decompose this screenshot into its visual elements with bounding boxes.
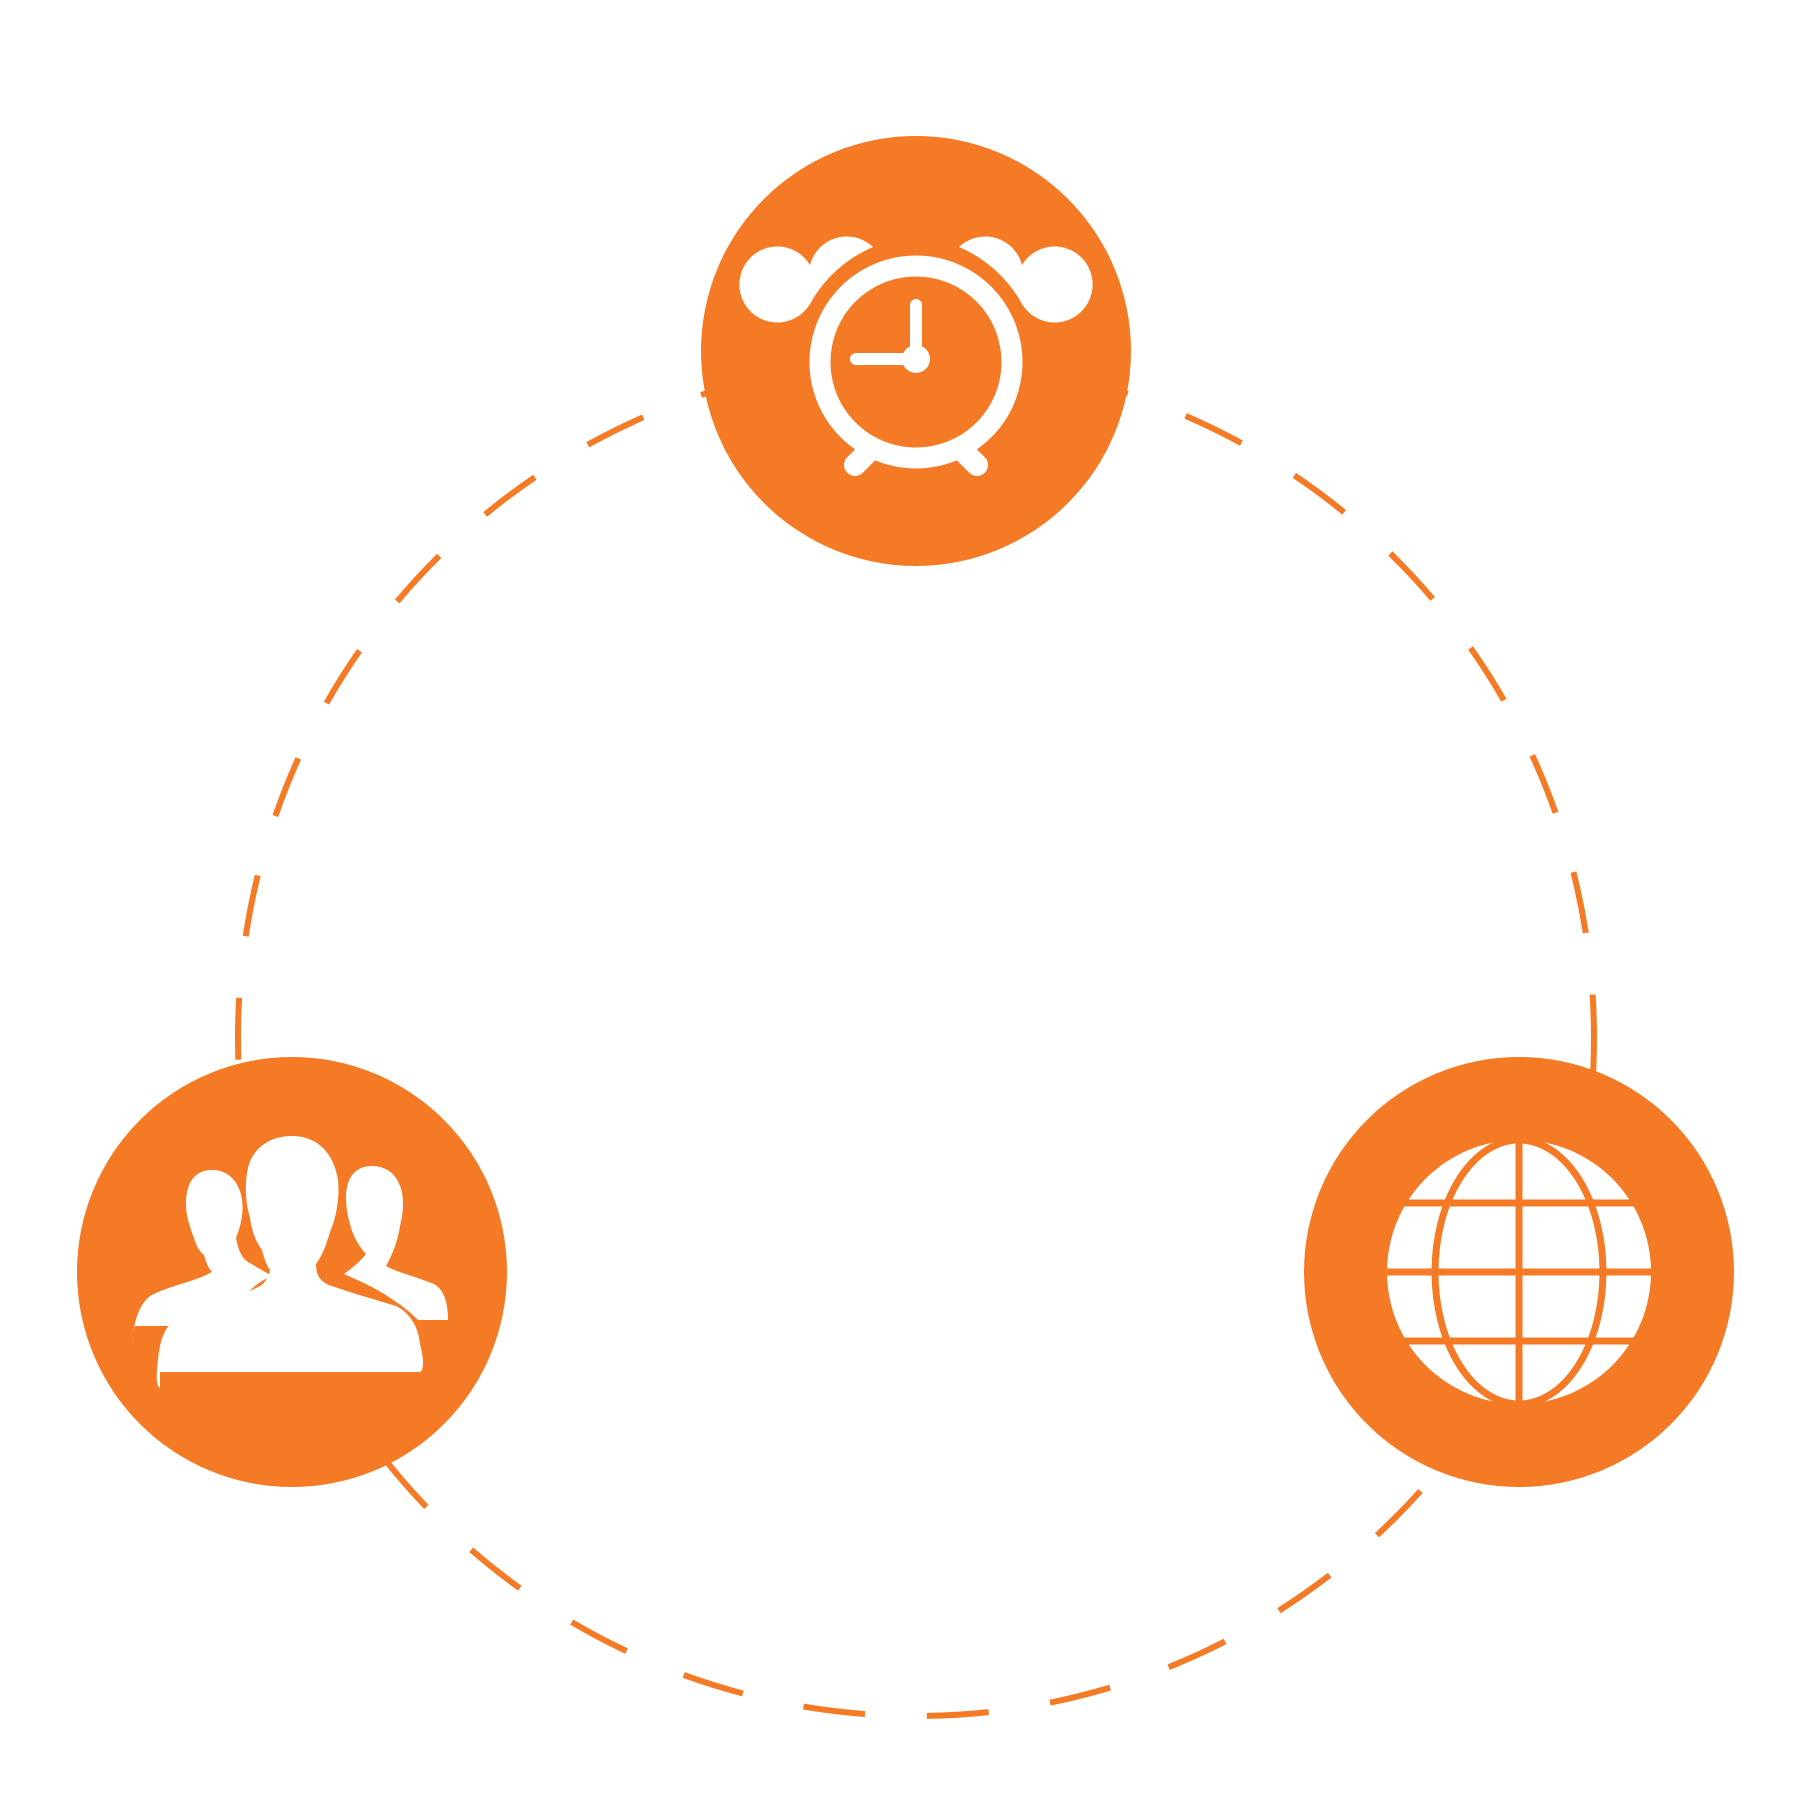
- user-right-silhouette: [344, 1166, 448, 1321]
- globe-grid: [1384, 1134, 1654, 1410]
- alarm-clock-rim: [809, 255, 1023, 469]
- user-center-silhouette: [156, 1136, 424, 1388]
- alarm-bell-right: [959, 236, 1093, 323]
- globe-icon: [1384, 1134, 1654, 1410]
- users-group-icon: [132, 1136, 448, 1388]
- alarm-bell-left: [739, 236, 873, 323]
- node-time: [701, 136, 1131, 566]
- node-world: [1304, 1057, 1734, 1487]
- dashed-connector-ring: [235, 357, 1597, 1719]
- alarm-hand-pivot: [902, 345, 930, 373]
- alarm-clock-icon: [739, 236, 1093, 476]
- node-people: [77, 1057, 507, 1487]
